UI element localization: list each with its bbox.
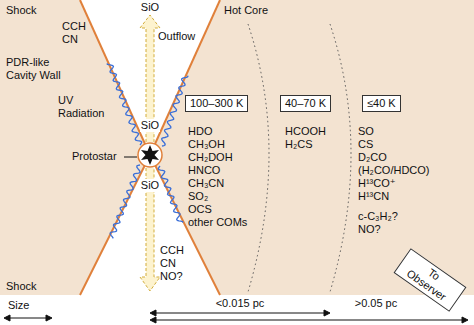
box-text: ≤40 K — [367, 97, 396, 109]
label-text: CS — [358, 138, 373, 151]
label-text: Shock — [6, 280, 37, 293]
label-text: HNCO — [188, 164, 220, 177]
temperature-box: 40–70 K — [280, 95, 331, 112]
label-text: (H₂CO/HDCO) — [358, 164, 429, 177]
label-text: SiO — [141, 1, 159, 14]
label-text: Outflow — [158, 30, 195, 43]
outflow-cavity — [80, 0, 220, 155]
label-text: H₂CS — [285, 138, 313, 151]
cavity-wall — [80, 155, 150, 295]
protostar-cavity — [138, 143, 162, 167]
label-text: CH₃CN — [188, 177, 224, 190]
label-text: CCH — [160, 244, 184, 257]
label-text: NO? — [358, 223, 381, 236]
label-text: <0.015 pc — [216, 297, 265, 310]
label-text: OCS — [188, 203, 212, 216]
box-text: 100–300 K — [190, 97, 243, 109]
label-text: HDO — [188, 125, 212, 138]
label-text: CN — [62, 33, 78, 46]
label-text: CH₂DOH — [188, 151, 233, 164]
temperature-box: ≤40 K — [362, 95, 401, 112]
leader-line — [124, 157, 137, 158]
temperature-box: 100–300 K — [185, 95, 248, 112]
label-text: >0.05 pc — [355, 297, 398, 310]
label-text: H¹³CN — [358, 190, 389, 203]
label-text: HCOOH — [285, 125, 326, 138]
label-text: SO₂ — [188, 190, 208, 203]
outflow-arrow — [140, 15, 160, 142]
uv-wave — [162, 76, 188, 146]
outflow-arrow — [140, 168, 160, 291]
label-text: NO? — [160, 270, 183, 283]
label-text: Protostar — [72, 150, 117, 163]
label-text: other COMs — [188, 216, 247, 229]
label-text: SiO — [140, 179, 160, 192]
label-text: Shock — [6, 4, 37, 17]
label-text: Hot Core — [224, 4, 268, 17]
cavity-wall — [150, 0, 220, 155]
label-text: UV Radiation — [58, 94, 112, 120]
hot-core-ground — [0, 0, 474, 295]
label-text: D₂CO — [358, 151, 387, 164]
box-text: 40–70 K — [285, 97, 326, 109]
label-text: c-C₃H₂? — [358, 210, 398, 223]
uv-wave — [107, 64, 142, 146]
label-text: CCH — [62, 20, 86, 33]
label-text: H¹³CO⁺ — [358, 177, 396, 190]
temperature-boundary — [248, 24, 269, 292]
label-text: CH₃OH — [188, 138, 225, 151]
label-text: SiO — [140, 119, 160, 132]
temperature-boundary — [330, 24, 351, 292]
label-text: Size — [8, 299, 29, 312]
label-text: PDR-like Cavity Wall — [6, 56, 74, 82]
uv-wave — [158, 166, 183, 223]
protostar-symbol — [141, 145, 159, 165]
uv-wave — [110, 165, 140, 238]
label-text: SO — [358, 125, 374, 138]
label-text: CN — [160, 257, 176, 270]
box-text: To Observer — [405, 266, 449, 303]
size-arrows — [4, 310, 468, 323]
